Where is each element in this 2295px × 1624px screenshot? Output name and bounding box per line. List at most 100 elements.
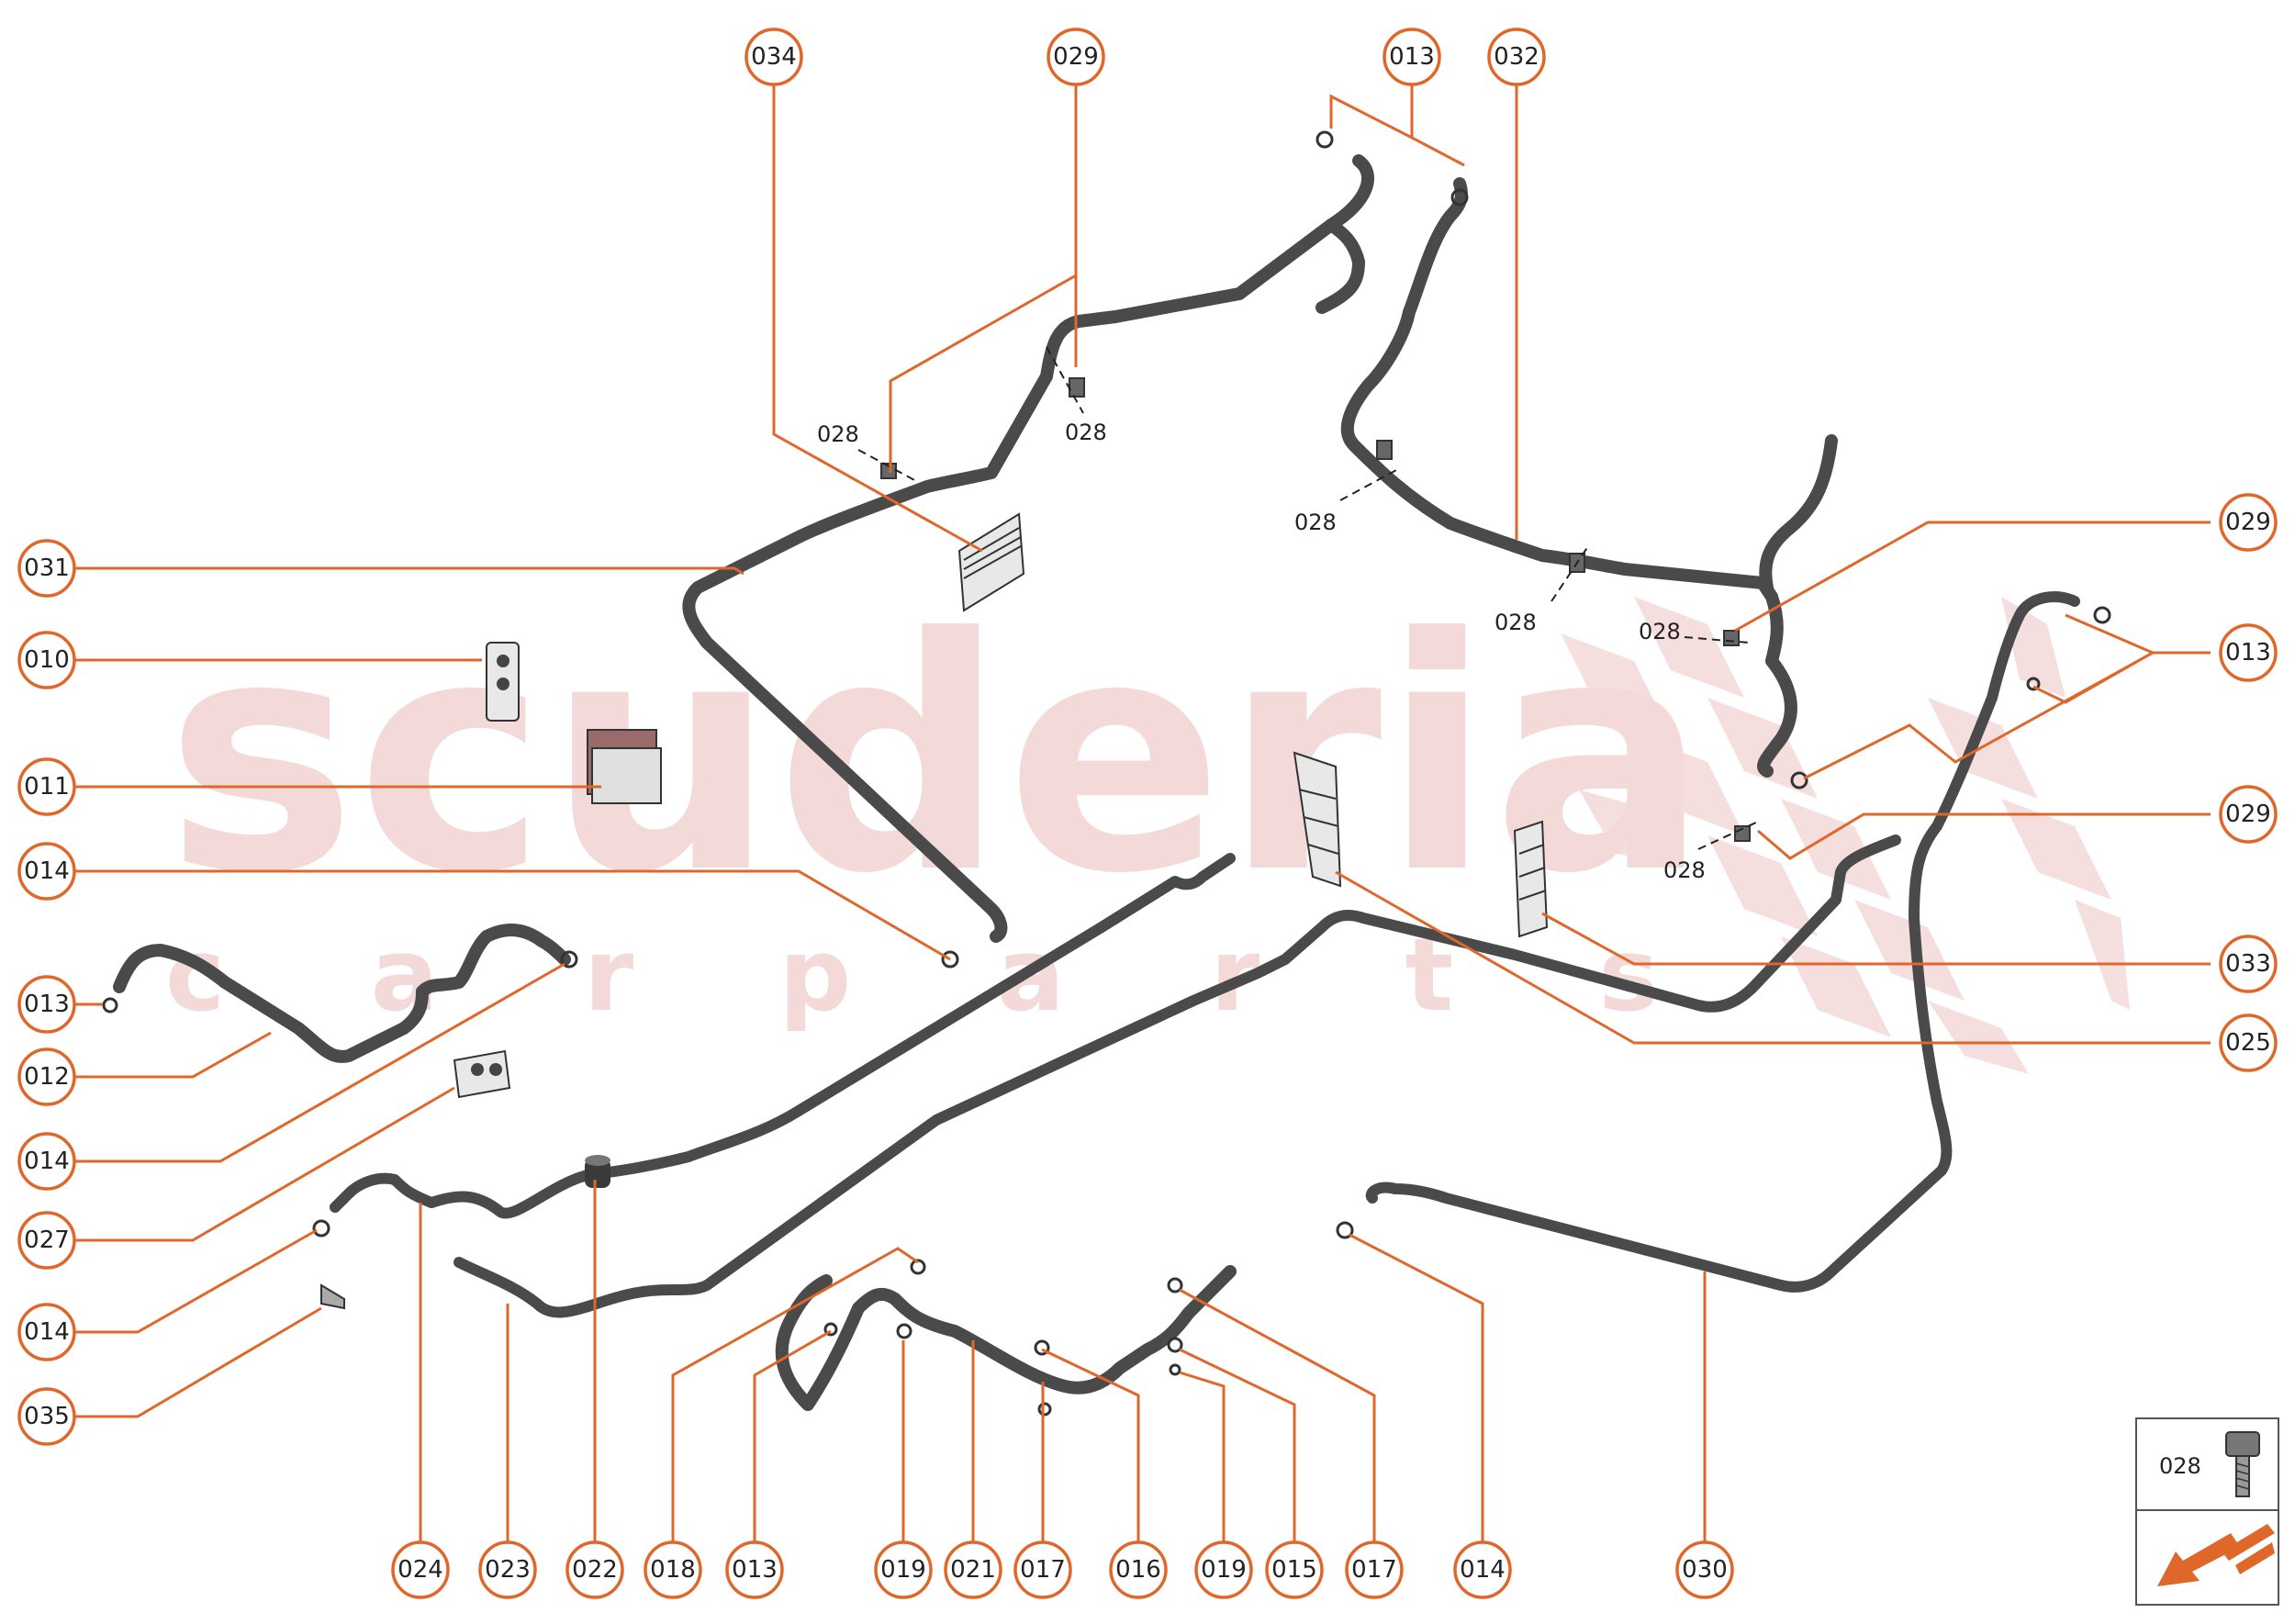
bolt-label: 028 bbox=[1065, 420, 1107, 445]
callout-011[interactable]: 011 bbox=[17, 757, 76, 816]
svg-text:017: 017 bbox=[1351, 1556, 1397, 1584]
callout-019[interactable]: 019 bbox=[1194, 1540, 1253, 1599]
callout-013[interactable]: 013 bbox=[725, 1540, 784, 1599]
svg-text:012: 012 bbox=[24, 1063, 70, 1091]
hose-032-branch bbox=[1759, 434, 1838, 594]
callout-016[interactable]: 016 bbox=[1109, 1540, 1168, 1599]
svg-text:015: 015 bbox=[1271, 1556, 1317, 1584]
callout-029[interactable]: 029 bbox=[2219, 493, 2278, 552]
svg-text:029: 029 bbox=[2225, 509, 2271, 536]
callout-014[interactable]: 014 bbox=[17, 842, 76, 901]
callout-015[interactable]: 015 bbox=[1265, 1540, 1324, 1599]
grommet-022 bbox=[585, 1155, 610, 1188]
hose-032-upper-bend bbox=[1444, 177, 1468, 222]
bolts-028 bbox=[880, 377, 1751, 842]
bolt-indicators: 028 028 028 028 028 028 bbox=[817, 346, 1759, 883]
clip-035 bbox=[320, 1283, 345, 1310]
callout-031[interactable]: 031 bbox=[17, 539, 76, 598]
callout-032[interactable]: 032 bbox=[1487, 28, 1546, 86]
svg-text:021: 021 bbox=[950, 1556, 996, 1584]
svg-text:025: 025 bbox=[2225, 1029, 2271, 1057]
bolt-label: 028 bbox=[1663, 857, 1706, 883]
svg-text:034: 034 bbox=[751, 43, 797, 71]
callout-013[interactable]: 013 bbox=[17, 975, 76, 1034]
hose-031-upper-bend bbox=[1315, 218, 1365, 314]
bracket-034 bbox=[957, 512, 1025, 612]
bolt-label: 028 bbox=[1294, 510, 1337, 535]
callout-034[interactable]: 034 bbox=[744, 28, 803, 86]
hose-021 bbox=[775, 1265, 1237, 1411]
bolt-label: 028 bbox=[1639, 619, 1681, 644]
svg-text:035: 035 bbox=[24, 1403, 70, 1430]
svg-text:014: 014 bbox=[24, 857, 70, 885]
callout-013[interactable]: 013 bbox=[1383, 28, 1441, 86]
callout-014[interactable]: 014 bbox=[17, 1132, 76, 1191]
hose-032 bbox=[1340, 209, 1797, 778]
callout-010[interactable]: 010 bbox=[17, 631, 76, 689]
callout-024[interactable]: 024 bbox=[391, 1540, 450, 1599]
callout-014[interactable]: 014 bbox=[17, 1303, 76, 1361]
bracket-011 bbox=[587, 729, 662, 804]
legend-part-label: 028 bbox=[2159, 1453, 2201, 1479]
svg-text:017: 017 bbox=[1020, 1556, 1066, 1584]
callout-022[interactable]: 022 bbox=[565, 1540, 624, 1599]
svg-text:016: 016 bbox=[1115, 1556, 1161, 1584]
hose-012 bbox=[113, 924, 571, 1063]
callout-018[interactable]: 018 bbox=[644, 1540, 702, 1599]
svg-text:019: 019 bbox=[880, 1556, 926, 1584]
svg-text:018: 018 bbox=[650, 1556, 696, 1584]
hose-clamps bbox=[102, 130, 2111, 1417]
callout-017[interactable]: 017 bbox=[1345, 1540, 1404, 1599]
hose-030 bbox=[1365, 591, 2080, 1293]
callout-023[interactable]: 023 bbox=[478, 1540, 537, 1599]
svg-text:019: 019 bbox=[1201, 1556, 1247, 1584]
svg-text:024: 024 bbox=[397, 1556, 443, 1584]
svg-text:014: 014 bbox=[1460, 1556, 1506, 1584]
callout-029[interactable]: 029 bbox=[1047, 28, 1105, 86]
callout-014[interactable]: 014 bbox=[1453, 1540, 1512, 1599]
svg-text:013: 013 bbox=[2225, 639, 2271, 666]
callout-017[interactable]: 017 bbox=[1013, 1540, 1072, 1599]
svg-text:011: 011 bbox=[24, 773, 70, 801]
callout-021[interactable]: 021 bbox=[944, 1540, 1002, 1599]
watermark: scuderia c a r p a r t s bbox=[165, 569, 2130, 1074]
callout-027[interactable]: 027 bbox=[17, 1211, 76, 1270]
bracket-025 bbox=[1293, 751, 1342, 888]
bracket-033 bbox=[1513, 820, 1549, 938]
callout-030[interactable]: 030 bbox=[1675, 1540, 1734, 1599]
svg-text:013: 013 bbox=[24, 991, 70, 1018]
svg-text:029: 029 bbox=[2225, 801, 2271, 828]
bracket-027 bbox=[453, 1049, 511, 1099]
svg-text:013: 013 bbox=[1389, 43, 1435, 71]
bolt-icon bbox=[2225, 1431, 2260, 1497]
svg-text:027: 027 bbox=[24, 1226, 70, 1254]
hoses bbox=[113, 154, 2080, 1411]
bracket-010 bbox=[486, 642, 520, 722]
callout-013[interactable]: 013 bbox=[2219, 623, 2278, 682]
direction-arrow-icon bbox=[2157, 1524, 2275, 1586]
parts bbox=[102, 130, 2111, 1417]
svg-text:010: 010 bbox=[24, 646, 70, 674]
callout-012[interactable]: 012 bbox=[17, 1047, 76, 1106]
svg-text:030: 030 bbox=[1682, 1556, 1728, 1584]
svg-text:023: 023 bbox=[485, 1556, 531, 1584]
callout-035[interactable]: 035 bbox=[17, 1387, 76, 1446]
svg-text:031: 031 bbox=[24, 554, 70, 582]
svg-text:032: 032 bbox=[1494, 43, 1539, 71]
svg-text:033: 033 bbox=[2225, 950, 2271, 978]
svg-text:013: 013 bbox=[732, 1556, 778, 1584]
callout-019[interactable]: 019 bbox=[874, 1540, 933, 1599]
hose-025 bbox=[453, 834, 1901, 1318]
svg-text:014: 014 bbox=[24, 1148, 70, 1175]
callout-033[interactable]: 033 bbox=[2219, 935, 2278, 993]
callout-029[interactable]: 029 bbox=[2219, 785, 2278, 844]
legend-box: 028 bbox=[2135, 1417, 2279, 1606]
bolt-label: 028 bbox=[817, 421, 859, 447]
watermark-sub: c a r p a r t s bbox=[165, 916, 1714, 1034]
watermark-brand: scuderia bbox=[165, 569, 1709, 944]
leader-lines bbox=[66, 76, 2211, 1563]
callout-025[interactable]: 025 bbox=[2219, 1014, 2278, 1072]
svg-text:029: 029 bbox=[1053, 43, 1099, 71]
callouts: 034 029 013 032 031 010 011 014 013 012 … bbox=[17, 28, 2278, 1599]
